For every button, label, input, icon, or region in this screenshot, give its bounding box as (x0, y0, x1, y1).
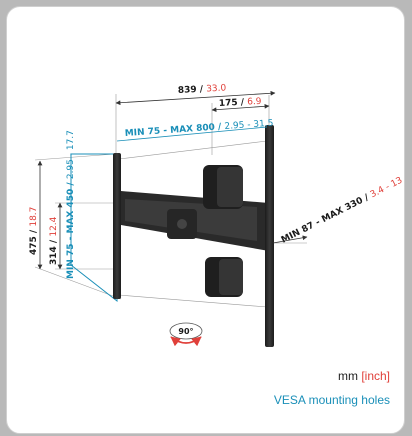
overall-height-label: 475 / 18.7 (29, 207, 39, 255)
mount-dimension-diagram: 839 / 33.0 175 / 6.9 MIN 75 - MAX 800 / … (29, 83, 404, 347)
wall-distance-label: MIN 87 - MAX 330 / 3.4 - 13 (280, 176, 404, 246)
product-dimension-card: 839 / 33.0 175 / 6.9 MIN 75 - MAX 800 / … (6, 6, 405, 434)
arm-depth-label: 175 / 6.9 (219, 97, 262, 109)
vesa-frame-outline (70, 153, 118, 303)
plate-height-label: 314 / 12.4 (49, 216, 59, 265)
vesa-legend: VESA mounting holes (273, 393, 390, 407)
overall-width-label: 839 / 33.0 (178, 83, 227, 96)
wall-plate (113, 153, 121, 299)
arm-depth-line (211, 103, 270, 113)
mm-unit-label: mm (337, 369, 358, 383)
vesa-horizontal-label: MIN 75 - MAX 800 / 2.95 - 31.5 (125, 119, 274, 139)
overall-width-line (115, 90, 276, 106)
tv-bracket (265, 125, 274, 347)
rotation-label: 90° (178, 327, 193, 336)
rotation-indicator: 90° (169, 322, 203, 347)
wall-distance-line (272, 235, 308, 244)
vesa-vertical-label: MIN 75 - MAX 450 / 2.95 - 17.7 (66, 130, 76, 279)
articulating-arm (121, 165, 269, 297)
units-legend: mm [inch] (338, 369, 390, 383)
inch-unit-label: [inch] (361, 369, 390, 383)
vesa-horizontal-line (116, 126, 268, 142)
